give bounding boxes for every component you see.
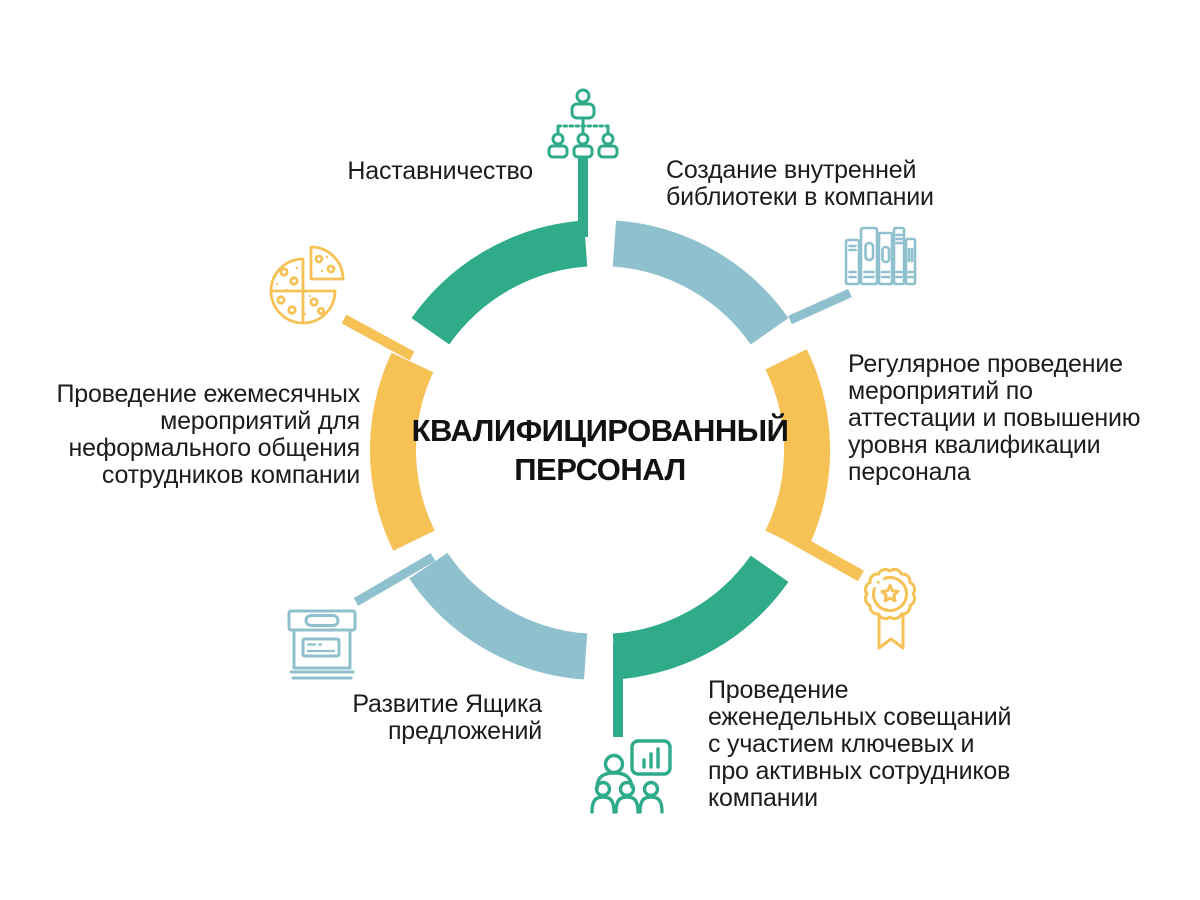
ring-segment-mentorship <box>411 220 588 345</box>
connector-informal <box>341 314 415 361</box>
label-suggestion-box: Развитие Ящика предложений <box>352 690 542 745</box>
ring-segment-library <box>612 220 789 345</box>
label-attestation: Регулярное проведение мероприятий по атт… <box>848 350 1141 486</box>
pizza-icon <box>269 245 345 325</box>
ring-segment-meetings <box>612 555 789 680</box>
presentation-audience-icon <box>590 739 672 814</box>
label-informal-events: Проведение ежемесячных мероприятий для н… <box>56 380 360 489</box>
center-title: КВАЛИФИЦИРОВАННЫЙ ПЕРСОНАЛ <box>411 413 789 487</box>
connector-suggestion-box <box>353 553 436 606</box>
suggestion-box-icon <box>287 609 357 680</box>
ring-segment-suggestion-box <box>409 552 588 680</box>
label-meetings: Проведение еженедельных совещаний с учас… <box>708 676 1012 812</box>
connector-library <box>788 288 852 325</box>
ring-segment-informal <box>370 352 435 551</box>
medal-icon <box>864 568 916 650</box>
books-icon <box>844 226 917 286</box>
ring-segment-attestation <box>765 349 831 551</box>
label-library: Создание внутренней библиотеки в компани… <box>666 156 934 211</box>
connector-attestation <box>776 524 864 582</box>
label-mentorship: Наставничество <box>347 157 533 185</box>
org-chart-icon <box>547 88 619 159</box>
